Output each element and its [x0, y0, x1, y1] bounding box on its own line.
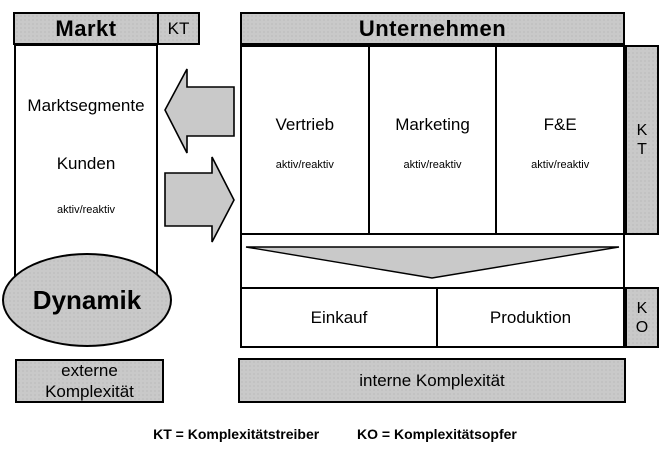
market-segments-label: Marktsegmente: [27, 96, 145, 115]
arrow-right-icon: [164, 156, 235, 243]
company-departments-row: Vertrieb aktiv/reaktiv Marketing aktiv/r…: [240, 45, 625, 235]
department-vertrieb: Vertrieb aktiv/reaktiv: [242, 47, 368, 233]
external-complexity-box: externe Komplexität: [15, 359, 164, 403]
funnel-triangle-icon: [245, 246, 620, 279]
legend-kt-definition: KT = Komplexitätstreiber: [153, 426, 320, 442]
arrow-left-icon: [164, 68, 235, 154]
market-header: Markt: [13, 12, 159, 45]
ko-side-badge: K O: [625, 287, 659, 348]
dynamics-ellipse: Dynamik: [2, 253, 172, 347]
company-header-label: Unternehmen: [358, 15, 507, 41]
market-header-label: Markt: [55, 15, 117, 41]
company-header: Unternehmen: [240, 12, 625, 45]
company-operations-row: Einkauf Produktion: [240, 287, 625, 348]
operation-name: Produktion: [489, 307, 572, 327]
department-fe: F&E aktiv/reaktiv: [495, 47, 623, 233]
dynamics-label: Dynamik: [32, 284, 142, 315]
kt-side-letter-2: T: [637, 141, 647, 158]
market-mode-label: aktiv/reaktiv: [56, 204, 116, 216]
market-kt-badge: KT: [157, 12, 200, 45]
department-mode: aktiv/reaktiv: [531, 159, 590, 171]
legend: KT = Komplexitätstreiber KO = Komplexitä…: [0, 426, 670, 442]
department-mode: aktiv/reaktiv: [275, 159, 334, 171]
department-marketing: Marketing aktiv/reaktiv: [367, 47, 496, 233]
market-kt-label: KT: [167, 18, 190, 38]
department-name: Marketing: [395, 115, 470, 134]
market-customers-label: Kunden: [56, 154, 116, 173]
internal-complexity-box: interne Komplexität: [238, 358, 626, 403]
department-name: F&E: [543, 115, 577, 134]
external-complexity-label: externe Komplexität: [45, 361, 134, 401]
kt-side-badge: K T: [625, 45, 659, 235]
kt-side-letter-1: K: [636, 122, 648, 139]
department-mode: aktiv/reaktiv: [403, 159, 462, 171]
ko-side-letter-1: K: [636, 299, 648, 317]
operation-einkauf: Einkauf: [242, 289, 436, 346]
internal-complexity-label: interne Komplexität: [359, 370, 505, 390]
operation-produktion: Produktion: [436, 289, 623, 346]
funnel-box: [240, 233, 625, 289]
operation-name: Einkauf: [310, 307, 368, 327]
legend-ko-definition: KO = Komplexitätsopfer: [357, 426, 517, 442]
ko-side-letter-2: O: [635, 318, 649, 336]
department-name: Vertrieb: [275, 115, 335, 134]
